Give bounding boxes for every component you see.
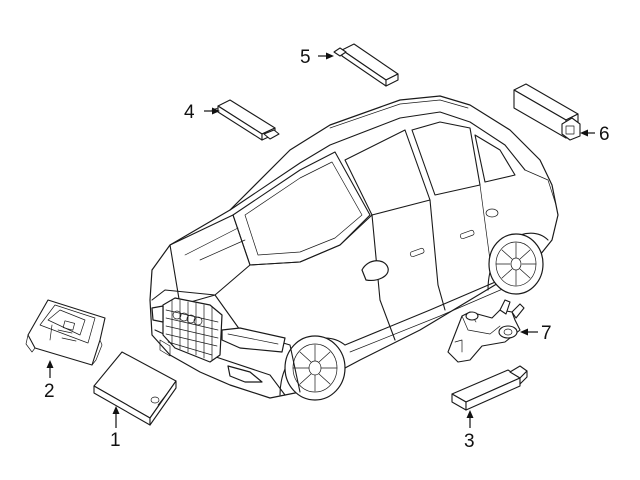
callout-4-label: 4 xyxy=(184,102,195,123)
vehicle-illustration xyxy=(149,95,559,401)
callout-6-label: 6 xyxy=(599,124,610,145)
part-3-sensor xyxy=(451,365,528,411)
part-7-sensor-bracket xyxy=(447,299,525,363)
part-2-bracket xyxy=(25,299,106,366)
callout-3-label: 3 xyxy=(464,431,475,452)
callout-5-label: 5 xyxy=(300,47,311,68)
part-6-receiver xyxy=(513,83,581,141)
callout-arrows xyxy=(46,52,595,428)
part-1-control-module xyxy=(93,351,177,426)
callout-7-label: 7 xyxy=(541,323,552,344)
part-4-antenna-module xyxy=(211,99,280,141)
callout-1-label: 1 xyxy=(110,430,121,451)
part-5-antenna-module xyxy=(333,43,399,87)
callout-2-label: 2 xyxy=(44,381,55,402)
